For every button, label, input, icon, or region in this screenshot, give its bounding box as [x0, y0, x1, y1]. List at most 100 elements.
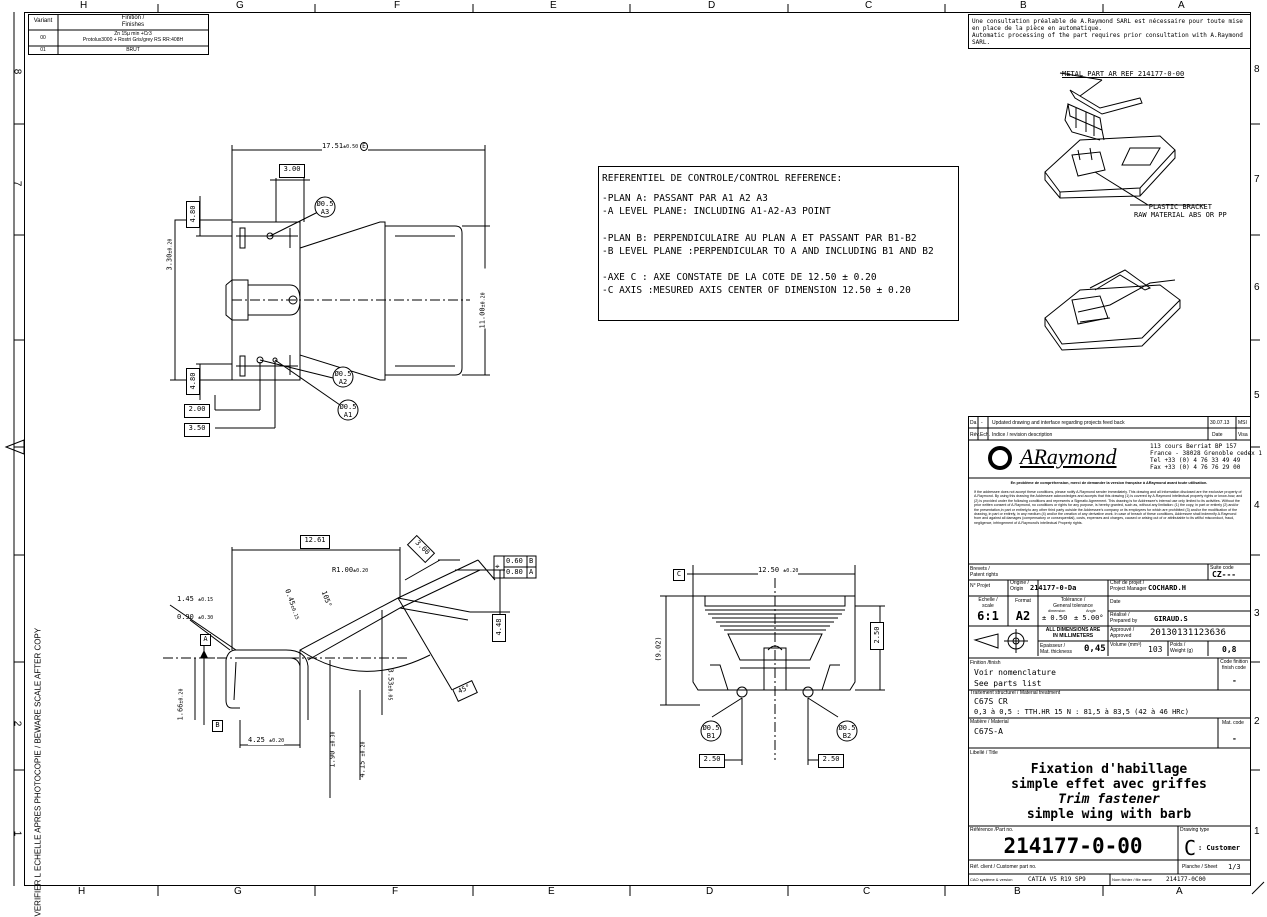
- top-letter-h: H: [80, 0, 88, 11]
- dim-12-50: 12.50 ±0.20: [758, 566, 799, 575]
- reference-line: -PLAN A: PASSANT PAR A1 A2 A3: [602, 193, 768, 205]
- dim-2-00: 2.00: [184, 404, 210, 418]
- finition-label: Finition /finish: [970, 660, 1001, 666]
- dim-value: 4.25: [248, 736, 265, 744]
- matiere-label: Matière / Material: [970, 719, 1009, 725]
- dim-tolerance: ±0.20: [480, 292, 487, 308]
- right-number-6: 6: [1254, 282, 1260, 293]
- bottom-letter-c: C: [863, 886, 871, 897]
- dim-4-80-top: 4.80: [186, 201, 200, 228]
- dim-tolerance: ±0.20: [360, 741, 367, 757]
- right-number-8: 8: [1254, 64, 1260, 75]
- format-value: A2: [1015, 609, 1031, 623]
- finish-header-finish: Finition / Finishes: [121, 15, 145, 28]
- note-line: Une consultation préalable de A.Raymond …: [972, 18, 1243, 25]
- top-letter-g: G: [236, 0, 244, 11]
- dim-value: R1.00: [332, 566, 354, 574]
- right-number-5: 5: [1254, 390, 1260, 401]
- dim-tolerance: ±0.05: [386, 685, 393, 701]
- top-letter-a: A: [1178, 0, 1185, 11]
- dim-value: 11.00: [478, 307, 487, 329]
- fichier-value: 214177-0C00: [1166, 876, 1206, 883]
- fichier-label: Nom fichier / file name: [1112, 877, 1152, 882]
- suite-code: CZ---: [1212, 570, 1237, 579]
- dim-value: 3.53: [386, 668, 395, 686]
- datum-a3: Ø0.5 A3: [316, 200, 334, 216]
- address-line: 113 cours Berriat BP 157: [1150, 443, 1237, 450]
- revision-header-ech: Ech.: [980, 432, 991, 438]
- dim-value: 0.90: [177, 613, 194, 621]
- dim-value: 1.90: [328, 750, 337, 768]
- title-line-fr-1: Fixation d'habillage: [1030, 762, 1188, 777]
- dim-tolerance: ±0.50: [343, 144, 359, 150]
- epaisseur-label: Epaisseur / Mat. thickness: [1040, 643, 1072, 655]
- dim-3-50: 3.50: [184, 423, 210, 437]
- dim-value: 17.51: [322, 142, 344, 150]
- dim-4-15: 4.15 ±0.20: [359, 741, 368, 777]
- drawing-type-value: C: [1184, 836, 1197, 860]
- side-note: VERIFIER L ECHELLE APRES PHOTOCOPIE / BE…: [33, 627, 43, 917]
- metal-part-label: METAL PART AR REF 214177-0-00: [1062, 70, 1185, 78]
- dim-value: 3.30: [165, 253, 174, 271]
- address-line: Tel +33 (0) 4 76 33 49 49: [1150, 457, 1241, 464]
- dim-4-48: 4.48: [492, 614, 506, 642]
- right-number-3: 3: [1254, 608, 1260, 619]
- poids-value: 0,8: [1222, 645, 1237, 654]
- right-number-7: 7: [1254, 174, 1260, 185]
- bottom-letter-b: B: [1014, 886, 1021, 897]
- left-number-1: 1: [11, 830, 23, 837]
- dim-value: 4.48: [495, 618, 503, 636]
- revision-header-desc: Indice / revision description: [992, 432, 1053, 438]
- reference-line: -B LEVEL PLANE :PERPENDICULAR TO A AND I…: [602, 245, 934, 257]
- fcf-row1-datum: B: [529, 557, 534, 565]
- finition-line-1: Voir nomenclature: [974, 668, 1056, 677]
- datum-c: C: [673, 569, 685, 581]
- finish-row-variant: 01: [40, 47, 46, 53]
- ref-label: Référence /Part no.: [970, 827, 1014, 833]
- dim-12-61: 12.61: [300, 535, 330, 549]
- title-line-en-2: simple wing with barb: [1026, 807, 1192, 822]
- drawing-geometry: [4, 4, 1265, 896]
- dim-3-53: 3.53±0.05: [385, 669, 394, 701]
- datum-b-side: B: [212, 720, 223, 732]
- top-letter-c: C: [865, 0, 873, 11]
- datum-b2: Ø0.5 B2: [838, 724, 856, 740]
- dim-tolerance: ±0.30: [198, 615, 214, 621]
- fcf-row2-datum: A: [529, 568, 534, 576]
- drawing-type-label: Drawing type: [1180, 827, 1210, 833]
- bottom-letter-f: F: [392, 886, 399, 897]
- control-reference-box: REFERENTIEL DE CONTROLE/CONTROL REFERENC…: [602, 172, 956, 297]
- dim-value: 4.80: [189, 372, 197, 390]
- address-line: Fax +33 (0) 4 76 76 29 00: [1150, 464, 1241, 471]
- revision-ech: -: [981, 420, 983, 426]
- reference-line: -A LEVEL PLANE: INCLUDING A1-A2-A3 POINT: [602, 206, 831, 218]
- revision-header-visa: Visa: [1238, 432, 1248, 438]
- finish-code-value: -: [1232, 676, 1237, 685]
- dim-value: 1.66: [176, 703, 185, 721]
- mat-code-label: Mat. code: [1222, 720, 1244, 726]
- echelle-value: 6:1: [977, 609, 999, 623]
- top-letter-e: E: [550, 0, 557, 11]
- fcf-row1-value: 0.60: [506, 557, 523, 565]
- dim-value: 12.50: [758, 566, 780, 574]
- dim-4-25: 4.25 ±0.20: [248, 736, 285, 745]
- top-letter-f: F: [394, 0, 401, 11]
- address-line: France - 38028 Grenoble cedex 1: [1150, 450, 1262, 457]
- title-line-en-1: Trim fastener: [1058, 792, 1160, 807]
- traitement-line-2: 0,3 à 0,5 : TTH.HR 15 N : 81,5 à 83,5 (4…: [974, 708, 1189, 716]
- araymond-logo: ARaymond: [1020, 444, 1117, 469]
- revision-header-date: Date: [1212, 432, 1223, 438]
- tol-dim-value: ± 0.50: [1042, 614, 1068, 622]
- dim-2-50-left: 2.50: [699, 754, 725, 768]
- finish-row-variant: 00: [40, 35, 46, 41]
- cao-value: CATIA V5 R19 SP9: [1028, 876, 1086, 883]
- format-label: Format: [1015, 598, 1031, 604]
- dim-4-80-bottom: 4.80: [186, 368, 200, 395]
- plastic-bracket-label: PLASTIC BRACKET RAW MATERIAL ABS OR PP: [1134, 203, 1227, 219]
- planche-label: Planche / Sheet: [1182, 864, 1218, 870]
- bottom-letter-d: D: [706, 886, 714, 897]
- bottom-letter-e: E: [548, 886, 555, 897]
- chef-value: COCHARD.H: [1148, 584, 1186, 592]
- echelle-label: Echelle / scale: [978, 597, 998, 609]
- libelle-label: Libellé / Title: [970, 750, 998, 756]
